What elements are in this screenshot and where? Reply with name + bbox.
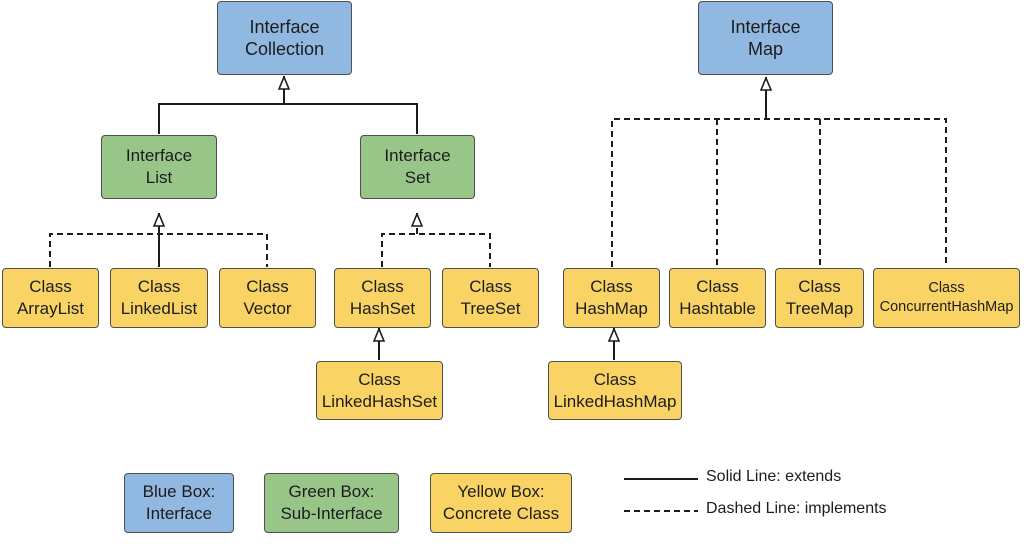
linkedhashset-name: LinkedHashSet [321, 391, 438, 411]
treeset-name: TreeSet [460, 299, 521, 318]
legend-dashed-label: Dashed Line: implements [706, 500, 887, 517]
class-treeset-box: Class TreeSet [442, 268, 539, 328]
interface-collection-box: Interface Collection [217, 1, 352, 75]
concurrenthashmap-name: ConcurrentHashMap [879, 299, 1014, 315]
concurrenthashmap-kind: Class [928, 280, 965, 296]
interface-map-box: Interface Map [698, 1, 833, 75]
implements-line-set [381, 233, 491, 267]
hashmap-kind: Class [590, 277, 633, 296]
class-linkedlist-box: Class LinkedList [110, 268, 208, 328]
set-name: Set [404, 168, 431, 187]
treemap-kind: Class [798, 277, 841, 296]
class-vector-box: Class Vector [219, 268, 316, 328]
class-arraylist-box: Class ArrayList [2, 268, 99, 328]
treeset-kind: Class [469, 277, 512, 296]
interface-list-box: Interface List [101, 135, 217, 199]
collection-kind: Interface [249, 17, 320, 37]
legend-yellow-box: Yellow Box: Concrete Class [430, 473, 572, 533]
class-linkedhashset-box: Class LinkedHashSet [316, 361, 443, 420]
linkedhashmap-name: LinkedHashMap [553, 391, 677, 411]
map-name: Map [747, 39, 783, 59]
class-hashmap-box: Class HashMap [563, 268, 660, 328]
legend-yellow-line2: Concrete Class [442, 504, 560, 523]
extends-line-list-set [158, 103, 418, 134]
legend-blue-line2: Interface [145, 504, 213, 523]
legend-blue-box: Blue Box: Interface [124, 473, 234, 533]
treemap-name: TreeMap [785, 299, 854, 318]
class-treemap-box: Class TreeMap [775, 268, 864, 328]
class-linkedhashmap-box: Class LinkedHashMap [548, 361, 682, 420]
set-kind: Interface [384, 146, 451, 165]
linkedlist-name: LinkedList [120, 299, 198, 318]
legend-green-line2: Sub-Interface [280, 504, 383, 523]
legend-green-box: Green Box: Sub-Interface [264, 473, 399, 533]
legend-green-line1: Green Box: [288, 482, 375, 501]
legend-blue-line1: Blue Box: [142, 482, 216, 501]
vector-name: Vector [243, 299, 292, 318]
map-kind: Interface [730, 17, 801, 37]
list-kind: Interface [125, 146, 193, 165]
hashtable-name: Hashtable [679, 299, 756, 318]
class-concurrenthashmap-box: Class ConcurrentHashMap [873, 268, 1020, 328]
legend-yellow-line1: Yellow Box: [457, 482, 545, 501]
legend-solid-label: Solid Line: extends [706, 468, 842, 485]
hashset-kind: Class [361, 277, 404, 296]
linkedhashset-kind: Class [358, 369, 401, 389]
linkedhashmap-kind: Class [593, 369, 637, 389]
vector-kind: Class [246, 277, 289, 296]
implements-line-map [611, 118, 947, 267]
arraylist-kind: Class [29, 277, 72, 296]
interface-set-box: Interface Set [360, 135, 475, 199]
linkedlist-kind: Class [137, 277, 181, 296]
hashset-name: HashSet [349, 299, 416, 318]
hashmap-name: HashMap [575, 299, 648, 318]
collection-name: Collection [244, 39, 325, 59]
hashtable-kind: Class [696, 277, 739, 296]
arraylist-name: ArrayList [16, 299, 85, 318]
list-name: List [145, 168, 173, 187]
class-hashset-box: Class HashSet [334, 268, 431, 328]
class-hashtable-box: Class Hashtable [669, 268, 766, 328]
